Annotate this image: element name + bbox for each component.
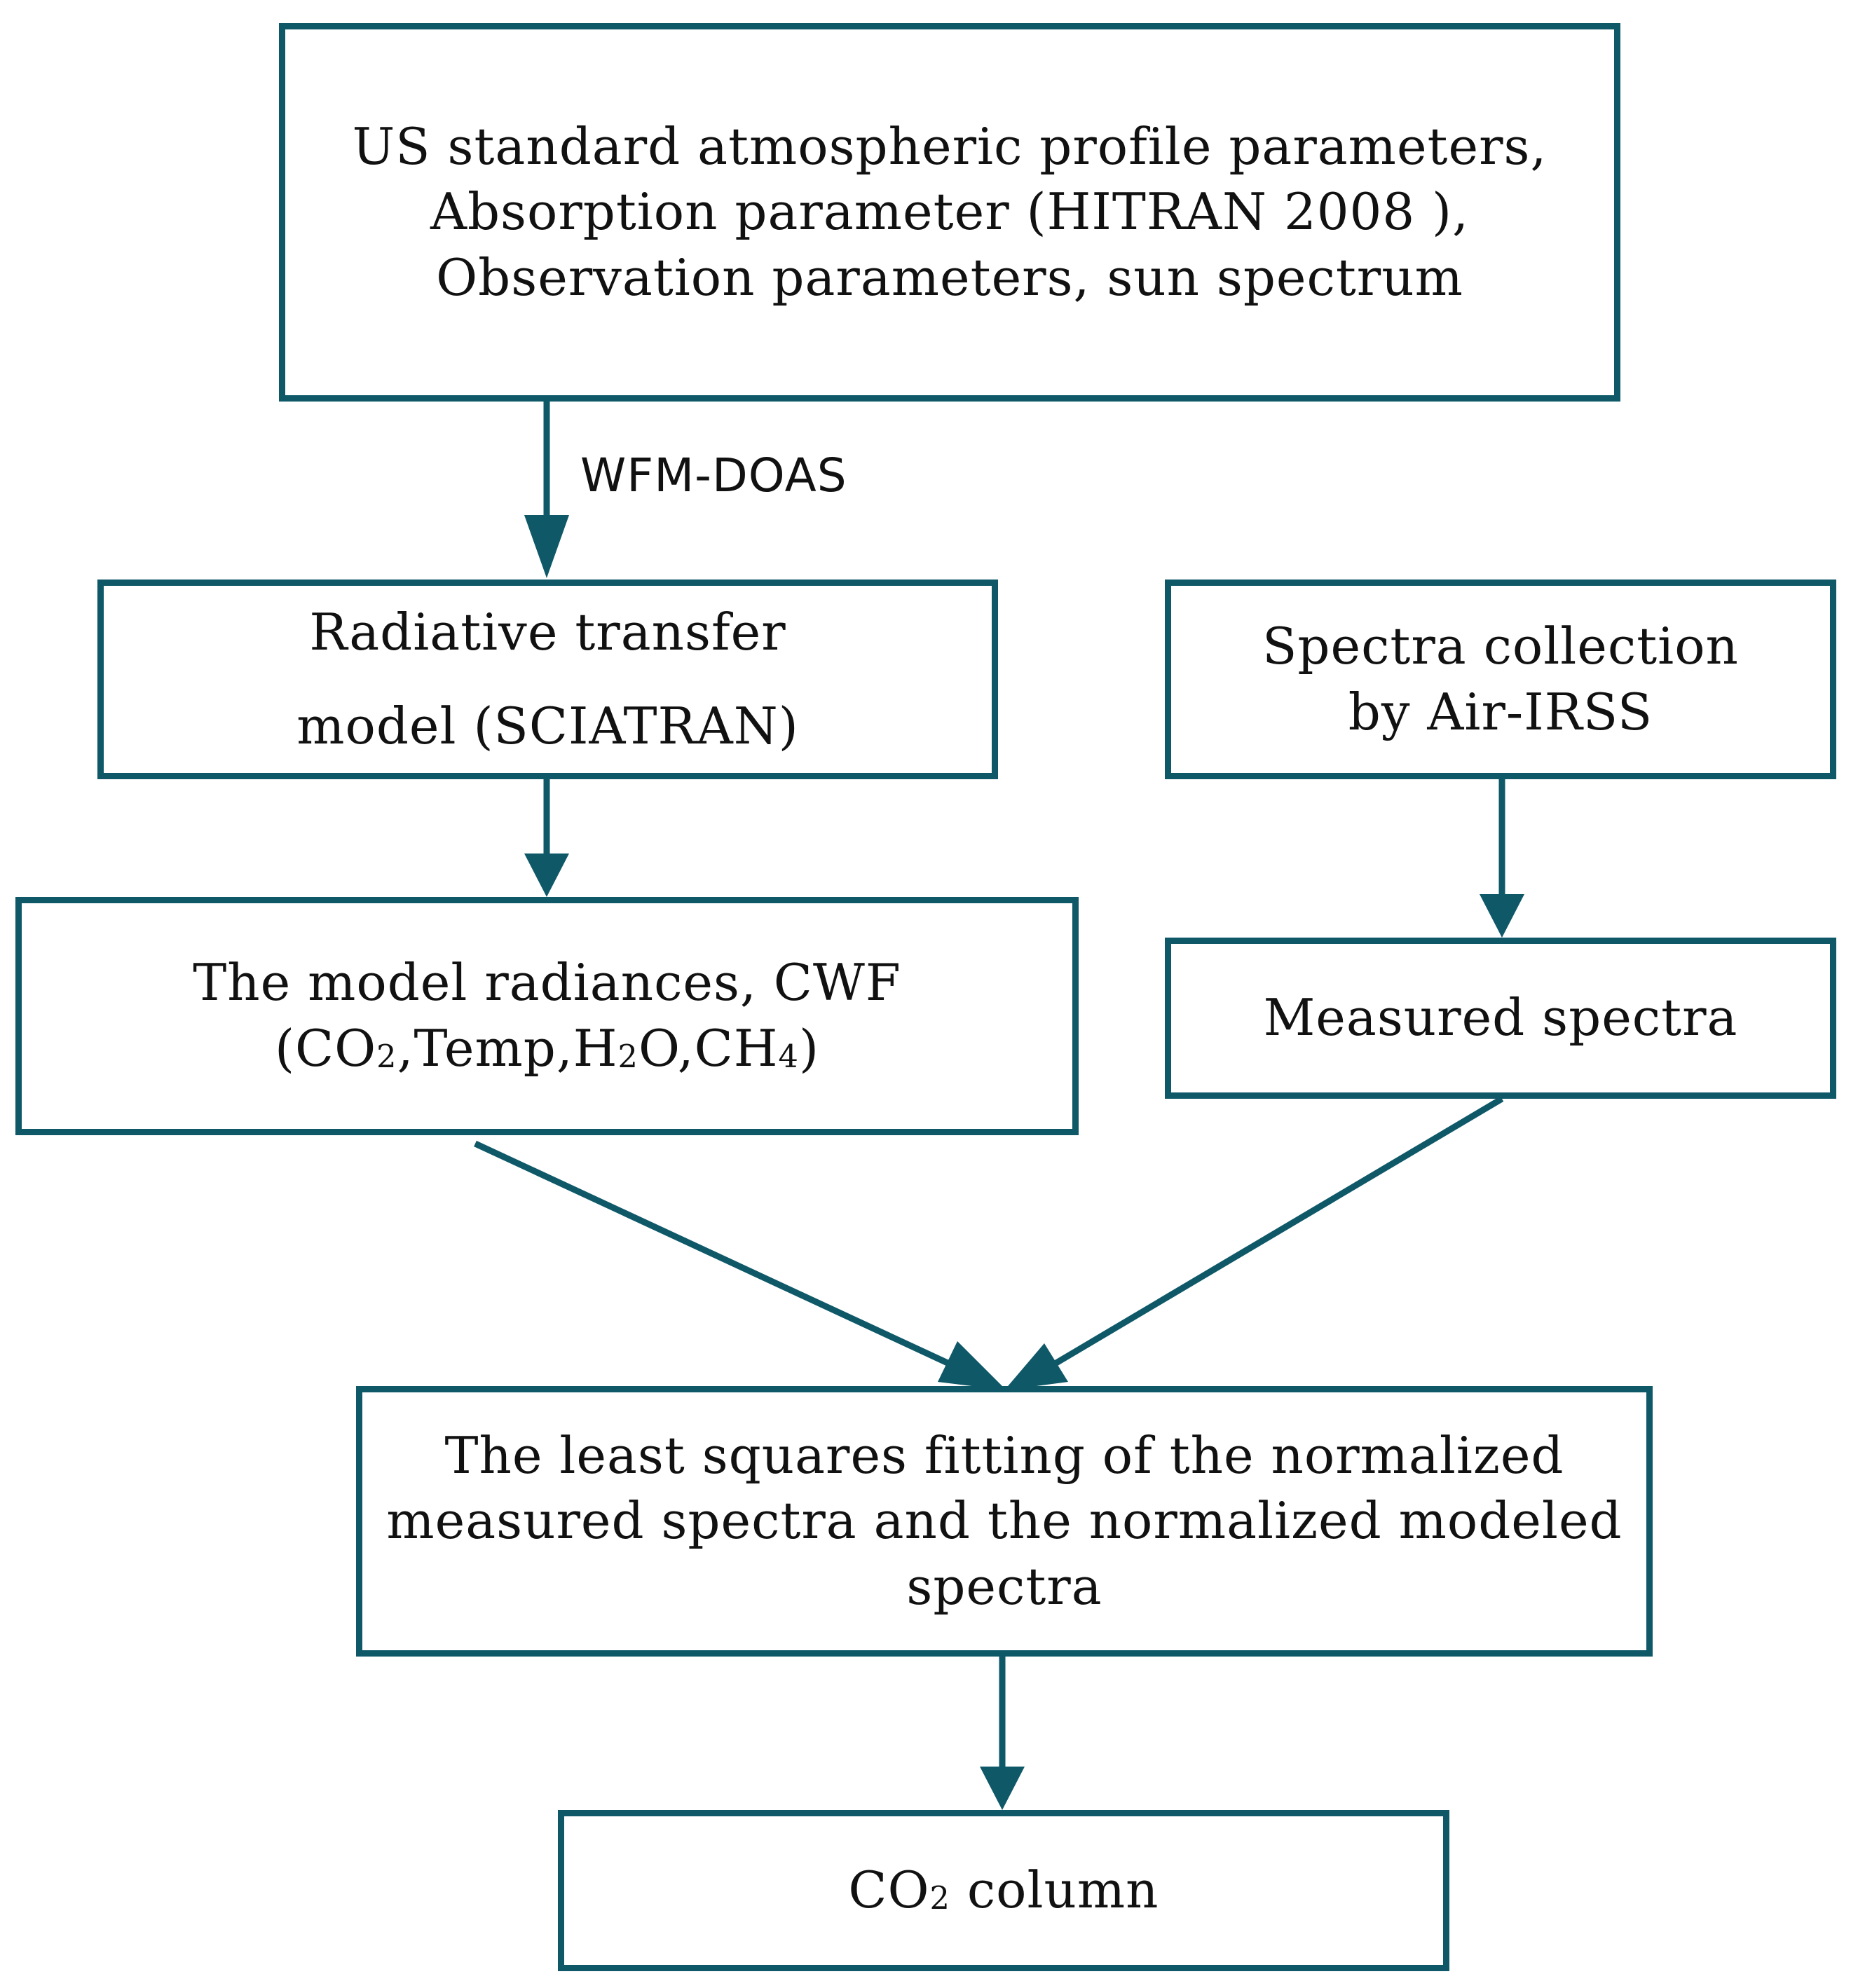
co2-column-text-post: column <box>950 1860 1159 1920</box>
radiative-transfer-model-line-2: model (SCIATRAN) <box>296 696 799 755</box>
arrowhead-fit-to-co2 <box>980 1767 1025 1810</box>
radiances-subscript-h2o: 2 <box>617 1038 638 1076</box>
wfm-doas-label: WFM-DOAS <box>580 448 847 502</box>
input-parameters-line-2: Absorption parameter (HITRAN 2008 ), <box>430 182 1470 242</box>
arrowhead-radiances-to-fit <box>938 1341 1006 1390</box>
co2-column-box: CO2 column <box>558 1810 1449 1971</box>
input-parameters-line-3: Observation parameters, sun spectrum <box>436 247 1463 307</box>
arrowhead-rtm-to-radiances <box>524 854 569 897</box>
model-radiances-line-1: The model radiances, CWF <box>193 953 901 1013</box>
model-radiances-line-2: (CO2,Temp,H2O,CH4) <box>275 1016 819 1082</box>
arrowhead-measured-to-fit <box>1004 1343 1068 1390</box>
least-squares-fitting-line-2: measured spectra and the normalized mode… <box>386 1491 1623 1551</box>
radiative-transfer-model-line-1: Radiative transfer <box>309 602 786 661</box>
spectra-collection-line-2: by Air-IRSS <box>1348 682 1653 741</box>
co2-column-label: CO2 column <box>848 1858 1159 1924</box>
least-squares-fitting-line-3: spectra <box>906 1556 1102 1616</box>
model-radiances-box: The model radiances, CWF (CO2,Temp,H2O,C… <box>15 897 1079 1135</box>
co2-column-subscript: 2 <box>929 1880 950 1917</box>
radiances-text-open: (CO <box>274 1019 377 1078</box>
radiances-text-close: ) <box>798 1019 820 1078</box>
radiances-text-mid-2: O,CH <box>638 1019 779 1078</box>
least-squares-fitting-line-1: The least squares fitting of the normali… <box>444 1425 1564 1485</box>
co2-column-text-pre: CO <box>848 1860 930 1920</box>
spectra-collection-line-1: Spectra collection <box>1262 616 1739 676</box>
measured-spectra-box: Measured spectra <box>1165 938 1836 1099</box>
arrow-radiances-to-fit <box>474 1140 949 1366</box>
measured-spectra-label: Measured spectra <box>1263 988 1738 1048</box>
least-squares-fitting-box: The least squares fitting of the normali… <box>356 1386 1653 1657</box>
arrow-measured-to-fit <box>1054 1096 1504 1366</box>
radiances-subscript-ch4: 4 <box>778 1038 799 1076</box>
input-parameters-box: US standard atmospheric profile paramete… <box>279 23 1620 402</box>
arrowhead-spectra-to-measured <box>1480 894 1524 938</box>
spectra-collection-box: Spectra collection by Air-IRSS <box>1165 580 1836 779</box>
radiative-transfer-model-box: Radiative transfer model (SCIATRAN) <box>97 580 998 779</box>
radiances-text-mid-1: ,Temp,H <box>397 1019 618 1078</box>
arrowhead-inputs-to-rtm <box>524 515 569 578</box>
input-parameters-line-1: US standard atmospheric profile paramete… <box>352 116 1548 176</box>
radiances-subscript-co2: 2 <box>376 1038 397 1076</box>
